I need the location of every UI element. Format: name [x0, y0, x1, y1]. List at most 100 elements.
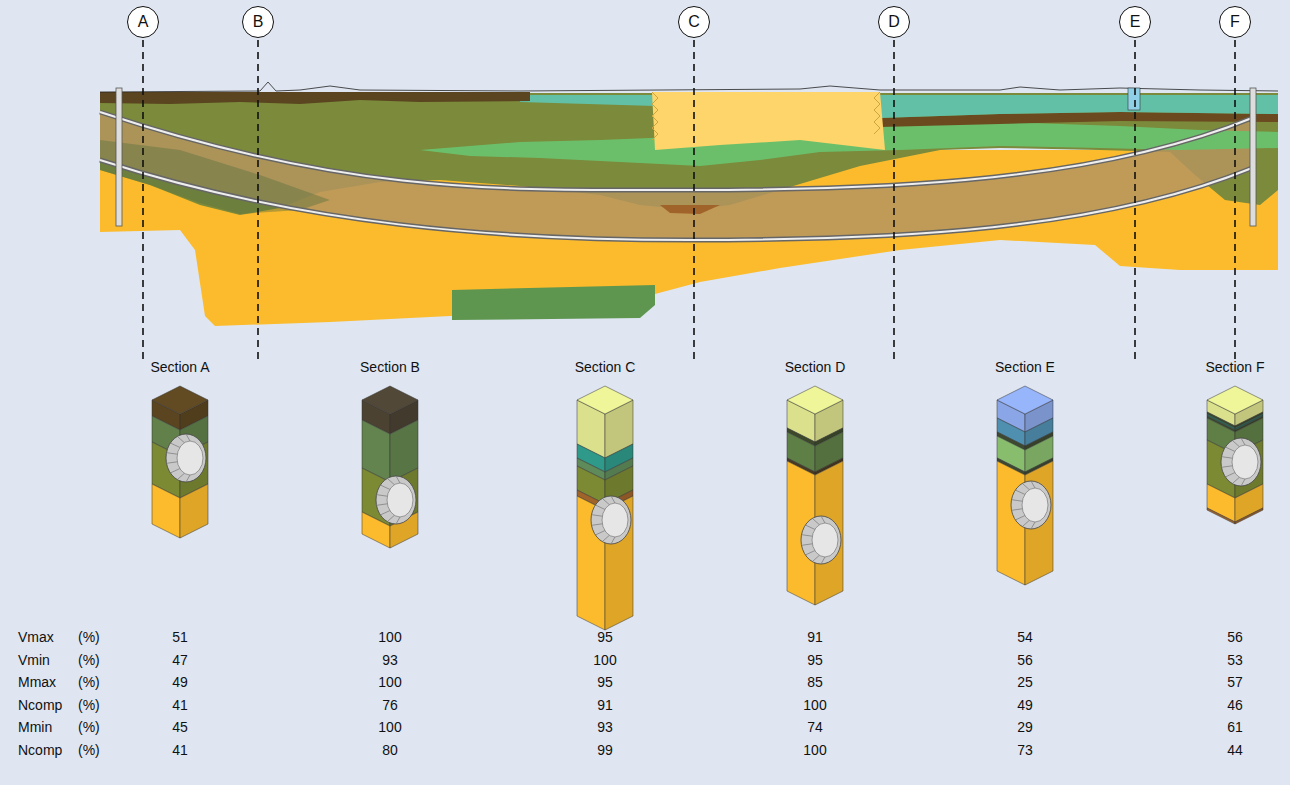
section-marker: C — [678, 6, 710, 38]
tunnel-lining — [602, 503, 628, 537]
section-block — [362, 386, 418, 548]
table-cell: 61 — [1227, 719, 1243, 735]
table-cell: 56 — [1017, 652, 1033, 668]
row-label: Vmin — [18, 652, 50, 668]
block-face — [1207, 508, 1235, 524]
block-top — [577, 386, 633, 414]
shaft — [1250, 88, 1256, 226]
table-cell: 91 — [807, 629, 823, 645]
section-blocks — [152, 386, 1263, 630]
tunnel-lining — [1011, 481, 1051, 529]
teal-layer — [520, 95, 655, 106]
block-top — [1207, 386, 1263, 414]
table-cell: 41 — [172, 742, 188, 758]
lining-joint — [595, 531, 604, 535]
section-line — [1134, 40, 1136, 360]
row-label: (%) — [78, 742, 100, 758]
section-block — [577, 386, 633, 630]
section-title: Section A — [150, 359, 209, 375]
block-face — [1235, 508, 1263, 524]
tunnel-lining — [1221, 438, 1261, 486]
lining-joint — [821, 516, 825, 523]
dune-edge — [652, 92, 880, 140]
table-cell: 45 — [172, 719, 188, 735]
ground-surface — [100, 82, 1278, 92]
section-title: Section D — [785, 359, 846, 375]
clay-shadow — [100, 140, 330, 214]
table-cell: 93 — [597, 719, 613, 735]
table-cell: 49 — [1017, 697, 1033, 713]
lining-joint — [167, 453, 178, 455]
lining-joint — [611, 537, 615, 544]
lining-joint — [1022, 483, 1029, 489]
lining-joint — [186, 434, 190, 441]
section-heading: Section A — [146, 358, 214, 378]
row-label: (%) — [78, 674, 100, 690]
table-cell: 57 — [1227, 674, 1243, 690]
lining-joint — [1241, 438, 1245, 445]
marker-letter: A — [138, 13, 149, 31]
deep-lens — [452, 285, 655, 320]
tunnel-line — [100, 160, 1252, 240]
table-cell: 46 — [1227, 697, 1243, 713]
marker-letter: C — [688, 13, 700, 31]
lining-joint — [821, 557, 825, 564]
shaft — [116, 88, 122, 226]
section-line — [893, 40, 895, 360]
block-top — [787, 386, 843, 414]
lining-joint — [167, 462, 178, 464]
tunnel-lining — [387, 483, 413, 517]
lining-joint — [177, 436, 184, 442]
table-cell: 100 — [803, 742, 826, 758]
lining-joint — [396, 517, 400, 524]
table-cell: 44 — [1227, 742, 1243, 758]
lining-joint — [387, 515, 394, 521]
lining-joint — [805, 525, 814, 529]
lining-joint — [592, 524, 603, 526]
lining-joint — [812, 555, 819, 561]
table-cell: 95 — [807, 652, 823, 668]
section-marker: F — [1219, 6, 1251, 38]
dune-sand — [652, 92, 885, 150]
section-marker: B — [242, 6, 274, 38]
lining-joint — [170, 443, 179, 447]
lining-joint — [812, 518, 819, 524]
section-heading: Section C — [571, 358, 640, 378]
section-line — [142, 40, 144, 360]
table-cell: 95 — [597, 674, 613, 690]
block-face — [180, 484, 208, 538]
lining-joint — [1031, 522, 1035, 529]
section-heading: Section B — [356, 358, 424, 378]
table-cell: 100 — [378, 629, 401, 645]
row-label: Mmin — [18, 719, 52, 735]
tunnel-lining — [1232, 445, 1258, 479]
lining-joint — [387, 478, 394, 484]
well — [1128, 88, 1140, 110]
row-label: Ncomp — [18, 742, 62, 758]
lining-joint — [592, 515, 603, 517]
lining-joint — [602, 535, 609, 541]
lining-joint — [1232, 477, 1239, 483]
lining-joint — [170, 469, 179, 473]
lining-joint — [1222, 466, 1233, 468]
lining-joint — [396, 476, 400, 483]
lining-joint — [1012, 509, 1023, 511]
section-heading: Section D — [781, 358, 850, 378]
block-top — [997, 386, 1053, 414]
lining-joint — [802, 544, 813, 546]
section-line — [1234, 40, 1236, 360]
marker-letter: E — [1130, 13, 1141, 31]
table-cell: 41 — [172, 697, 188, 713]
section-title: Section B — [360, 359, 420, 375]
tunnel-lining — [166, 434, 206, 482]
table-cell: 56 — [1227, 629, 1243, 645]
section-marker: A — [127, 6, 159, 38]
lining-joint — [177, 473, 184, 479]
section-line — [257, 40, 259, 360]
table-cell: 80 — [382, 742, 398, 758]
section-marker: E — [1119, 6, 1151, 38]
lining-joint — [377, 495, 388, 497]
section-block — [787, 386, 843, 605]
